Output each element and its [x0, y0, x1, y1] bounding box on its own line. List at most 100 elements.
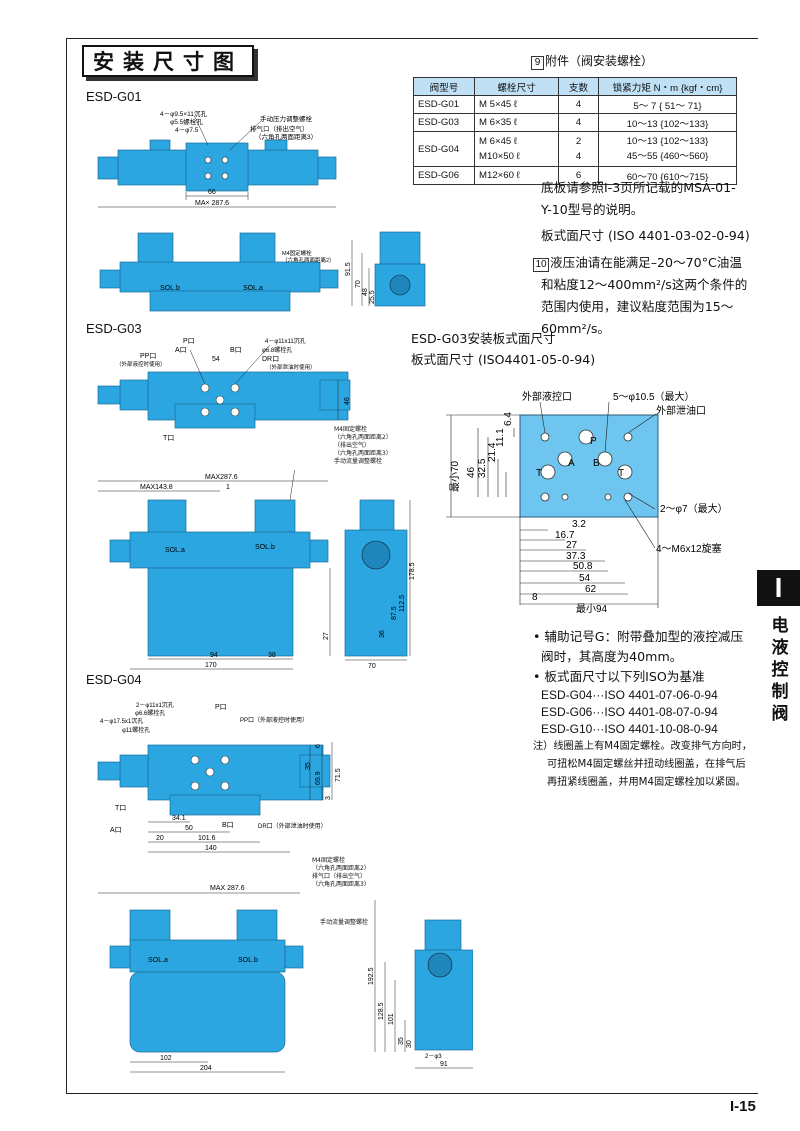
dim-6-4: 6.4: [503, 412, 514, 426]
coil-right: [299, 754, 331, 788]
label-sol-a: SOL.a: [165, 547, 185, 554]
g03-plate-title: ESD-G03安装板式面尺寸: [411, 331, 556, 346]
accessory-number: 9: [531, 56, 544, 70]
dim-36: 36: [379, 630, 386, 638]
model-label-g03: ESD-G03: [86, 321, 142, 336]
text-line: 阀时，其高度为40mm。: [541, 649, 683, 664]
label-sol-b: SOL.b: [255, 544, 275, 551]
leader-line: [194, 116, 209, 146]
port-hole: [190, 781, 200, 791]
text-line: 再扭紧线圈盖，并用M4固定螺栓加以紧固。: [547, 777, 746, 788]
dim-140: 140: [205, 845, 217, 852]
screw-hole: [623, 492, 633, 502]
text-line: • 辅助记号G：附带叠加型的液控减压: [533, 629, 744, 644]
port-hole: [230, 407, 240, 417]
label-dr: DR口（外部泄油时使用）: [258, 822, 327, 830]
side-coil: [379, 231, 421, 265]
dim-16-7: 16.7: [555, 530, 575, 541]
g03-plate-subtitle: 板式面尺寸 (ISO4401-05-0-94): [411, 352, 596, 367]
dim-66: 66: [208, 189, 216, 196]
dim-204: 204: [200, 1065, 212, 1072]
label-pp: PP口（外部液控时使用）: [240, 716, 308, 724]
text-line: 和粘度12～400mm²/s这两个条件的: [541, 277, 748, 292]
table-row: ESD-G06 M12×60 ℓ 6 60～70 {610～715}: [413, 166, 737, 185]
dim-91: 91: [440, 1061, 448, 1068]
chapter-title: 电 液 控 制 阀: [765, 615, 795, 725]
label-pp-note: （外部液控时使用）: [116, 360, 166, 368]
label-m4a: M4固定螺栓: [282, 249, 312, 257]
port-label-t: T: [536, 468, 542, 479]
text-line: • 板式面尺寸以下列ISO为基准: [533, 669, 705, 684]
connector-box: [147, 499, 187, 535]
chapter-char: 阀: [771, 704, 789, 724]
screw-hole: [540, 492, 550, 502]
label-sol-a: SOL.a: [148, 957, 168, 964]
coil-body: [119, 261, 321, 293]
manual-right: [309, 539, 329, 563]
cell-torque: 60～70 {610～715}: [598, 166, 737, 185]
dim-71-5: 71.5: [335, 768, 342, 782]
text-line: 注）线圈盖上有M4固定螺栓。改变排气方向时，: [533, 741, 753, 752]
port-hole: [230, 383, 240, 393]
model-label-g01: ESD-G01: [86, 89, 142, 104]
bullet-notes: • 辅助记号G：附带叠加型的液控减压 阀时，其高度为40mm。 • 板式面尺寸以…: [533, 627, 743, 738]
port-label-b: B: [593, 458, 600, 469]
interface-note: 板式面尺寸 (ISO 4401-03-02-0-94): [541, 228, 750, 243]
label-m4d: （六角孔两面距离3）: [334, 450, 392, 457]
text-line: 液压油请在能满足–20～70°C油温: [550, 255, 742, 270]
cell-bolt: M 6×35 ℓ: [474, 113, 559, 132]
leader-line: [289, 470, 295, 501]
dim-102: 102: [160, 1055, 172, 1062]
label-m4d: （六角孔两面距离3）: [312, 881, 370, 888]
th-qty: 支数: [558, 77, 599, 96]
dim-20: 20: [156, 835, 164, 842]
label-m4a: M4固定螺栓: [334, 426, 367, 433]
label-a6: （六角孔两面距离3）: [255, 132, 317, 141]
page-number: I-15: [730, 1098, 756, 1115]
dim-54: 54: [579, 573, 591, 584]
g04-m4-labels: M4固定螺栓 （六角孔两面距离2） 排气口（排出空气） （六角孔两面距离3） 手…: [312, 857, 370, 927]
dim-34-1: 34.1: [172, 815, 186, 822]
cell-torque: 5～ 7 { 51～ 71}: [598, 95, 737, 114]
label-m4b: （六角孔两面距离2）: [282, 256, 335, 264]
coil-left: [119, 754, 149, 788]
port-t2-hole: [617, 464, 633, 480]
text-line: 可扭松M4固定螺丝并扭动线圈盖，在排气后: [547, 759, 746, 770]
label-m4e: 手动流量调整螺栓: [320, 919, 369, 926]
g04-top-view: 2－φ11x1沉孔 φ6.6螺栓孔 4－φ17.5x1沉孔 φ11螺栓孔 P口 …: [97, 701, 342, 853]
dim-38: 38: [268, 652, 276, 659]
leader-line: [234, 344, 271, 385]
label-sol-b: SOL.b: [238, 957, 258, 964]
dim-69-9: 69.9: [315, 771, 322, 785]
g03-plate-drawing: P A B T T 外部液控口 5～φ10.5（最大） 外部泄油口 2～φ7（最…: [446, 390, 728, 615]
dim-max: MA× 287.6: [195, 200, 229, 207]
label-a1: 4－φ9.5×11沉孔: [160, 110, 207, 118]
oil-note-number: 10: [533, 258, 549, 272]
table-row: ESD-G01 M 5×45 ℓ 4 5～ 7 { 51～ 71}: [413, 95, 737, 114]
cell-torque: 10～13 {102～133}45～55 {460～560}: [598, 131, 737, 167]
label-pp: PP口: [140, 352, 156, 360]
connector-box: [129, 909, 171, 943]
side-coil: [359, 499, 395, 531]
torque-line: 10～13 {102～133}: [626, 136, 709, 147]
manual-right: [317, 156, 337, 180]
label-holes: 5～φ10.5（最大）: [613, 390, 695, 403]
label-m4e: 手动流量调整螺栓: [334, 458, 383, 465]
label-b: B口: [222, 821, 234, 829]
cell-bolt: M 5×45 ℓ: [474, 95, 559, 114]
port-hole: [215, 395, 225, 405]
connector-right: [264, 139, 288, 151]
dim-6: 6: [315, 744, 322, 748]
label-ext-pilot: 外部液控口: [522, 390, 572, 403]
dim-170: 170: [205, 662, 217, 669]
dim-3-2: 3.2: [572, 519, 586, 530]
dim-46: 46: [466, 466, 477, 478]
chapter-char: 控: [771, 660, 789, 680]
dim-35: 35: [398, 1037, 405, 1045]
label-h66: φ6.6螺栓孔: [135, 709, 165, 717]
dim-one: 1: [226, 484, 230, 491]
port-hole: [221, 172, 229, 180]
text-line: Y-10型号的说明。: [541, 202, 644, 217]
dim-min94: 最小94: [576, 603, 608, 615]
